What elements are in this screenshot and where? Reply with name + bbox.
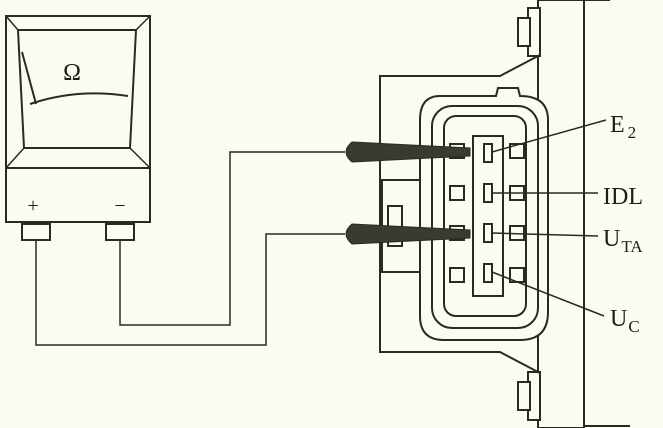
plus-lead-wire: [35, 233, 345, 346]
meter-face: [16, 29, 138, 149]
pin-uta: [483, 223, 493, 243]
label-idl: IDL: [603, 184, 643, 210]
pin-uc: [483, 263, 493, 283]
bevel-br: [129, 147, 151, 169]
bevel-bl: [5, 147, 25, 169]
left-block-2: [449, 185, 465, 201]
upper-bolt-tip: [517, 17, 531, 47]
probes: [345, 141, 471, 245]
ohm-symbol: Ω: [63, 60, 81, 86]
sensor-housing: [379, 0, 630, 428]
leader-lines: [491, 119, 607, 317]
meter-needle: [21, 51, 37, 105]
minus-lead-wire: [119, 151, 345, 326]
minus-terminal: [105, 223, 135, 241]
plus-terminal: [21, 223, 51, 241]
ohmmeter: Ω + −: [5, 15, 151, 241]
probe-bottom: [345, 223, 471, 245]
right-block-1: [509, 143, 525, 159]
probe-top: [345, 141, 471, 163]
plus-label: +: [27, 195, 38, 217]
leader-e2: [491, 119, 607, 153]
minus-label: −: [114, 195, 125, 217]
pin-idl: [483, 183, 493, 203]
left-block-4: [449, 267, 465, 283]
leader-uta: [491, 232, 599, 237]
leader-uc: [491, 271, 605, 317]
test-leads: [35, 151, 345, 346]
pin-e2: [483, 143, 493, 163]
lower-bolt-tip: [517, 381, 531, 411]
bevel-tr: [135, 15, 151, 31]
label-uta: UTA: [603, 226, 643, 256]
meter-scale-arc: [29, 92, 129, 105]
label-uc: UC: [610, 306, 640, 336]
bevel-tl: [5, 15, 19, 31]
